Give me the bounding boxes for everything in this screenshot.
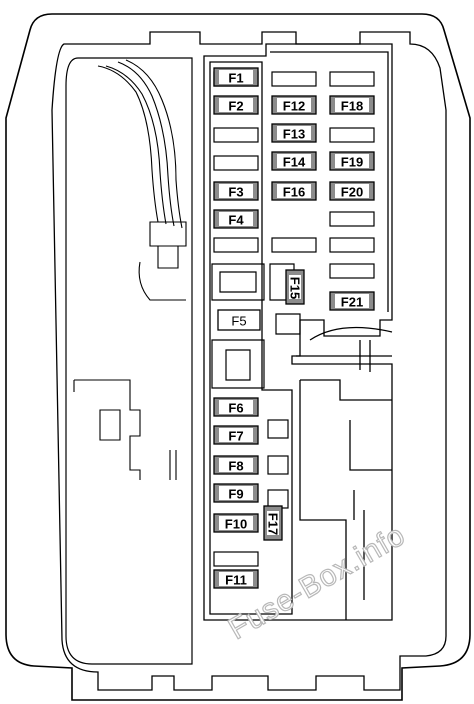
housing-opening <box>65 57 193 665</box>
fuse-f17-label: F17 <box>266 513 281 535</box>
fuse-f10-label-bg <box>219 516 253 530</box>
fuse-f20-label: F20 <box>341 185 363 200</box>
fuse-f13: F13 <box>271 123 317 143</box>
fuse-f16-label: F16 <box>283 185 305 200</box>
fuse-f9-label-bg <box>219 486 253 500</box>
fuse-f21-label-bg <box>335 294 369 308</box>
fuse-f19: F19 <box>329 151 375 171</box>
fuse-f14: F14 <box>271 151 317 171</box>
fuse-f5: F5 <box>217 309 261 331</box>
fuse-f6-label: F6 <box>228 401 243 416</box>
fuse-f17: F17 <box>263 505 283 541</box>
housing-inner-rim <box>51 31 447 691</box>
fuse-f8-label-bg <box>219 458 253 472</box>
fuse-f3-label-bg <box>219 184 253 198</box>
fuse-panel <box>203 43 393 621</box>
wiring-harness <box>73 59 187 480</box>
fuse-f9: F9 <box>213 483 259 503</box>
fuse-f4-label: F4 <box>228 213 244 228</box>
fuse-f14-label-bg <box>277 154 311 168</box>
fuse-f16: F16 <box>271 181 317 201</box>
fuse-f12-label-bg <box>277 98 311 112</box>
fuse-f21-label: F21 <box>341 295 363 310</box>
fuse-f21: F21 <box>329 291 375 311</box>
fuse-f18: F18 <box>329 95 375 115</box>
fuse-f7-label-bg <box>219 428 253 442</box>
fuse-f13-label-bg <box>277 126 311 140</box>
fuse-f1: F1 <box>213 67 259 87</box>
fuse-f11-label: F11 <box>225 573 247 588</box>
fuse-f7-label: F7 <box>228 429 243 444</box>
fuse-f4: F4 <box>213 209 259 229</box>
fuse-f6: F6 <box>213 397 259 417</box>
fuse-f20-label-bg <box>335 184 369 198</box>
fuse-f8: F8 <box>213 455 259 475</box>
fuse-f4-label-bg <box>219 212 253 226</box>
fuse-f2-label: F2 <box>228 99 243 114</box>
fuse-f14-label: F14 <box>283 155 306 170</box>
fuse-f18-label-bg <box>335 98 369 112</box>
fuse-f18-label: F18 <box>341 99 363 114</box>
fuse-f10: F10 <box>213 513 259 533</box>
fuse-f20: F20 <box>329 181 375 201</box>
fuse-f5-label: F5 <box>231 314 246 329</box>
fuse-f15-label-bg <box>289 275 301 299</box>
fuse-f9-label: F9 <box>228 487 243 502</box>
fuse-f12: F12 <box>271 95 317 115</box>
fuse-f2-label-bg <box>219 98 253 112</box>
fuse-f11-label-bg <box>219 572 253 586</box>
fuse-f5-body <box>217 309 261 331</box>
fuse-f2: F2 <box>213 95 259 115</box>
fuse-f3-label: F3 <box>228 185 243 200</box>
fuse-f6-label-bg <box>219 400 253 414</box>
fuse-f19-label-bg <box>335 154 369 168</box>
fuse-f11: F11 <box>213 569 259 589</box>
fuse-f15: F15 <box>285 269 305 305</box>
fuse-f3: F3 <box>213 181 259 201</box>
housing-outer <box>5 13 471 701</box>
fuse-f1-label-bg <box>219 70 253 84</box>
fuse-f1-label: F1 <box>228 71 243 86</box>
fuse-f8-label: F8 <box>228 459 243 474</box>
fuse-f7: F7 <box>213 425 259 445</box>
fuse-f16-label-bg <box>277 184 311 198</box>
fuse-f15-label: F15 <box>288 277 303 299</box>
fuse-f10-label: F10 <box>225 517 247 532</box>
fuse-f19-label: F19 <box>341 155 363 170</box>
fuse-f17-label-bg <box>267 511 279 535</box>
fuse-f13-label: F13 <box>283 127 305 142</box>
fuse-f12-label: F12 <box>283 99 305 114</box>
